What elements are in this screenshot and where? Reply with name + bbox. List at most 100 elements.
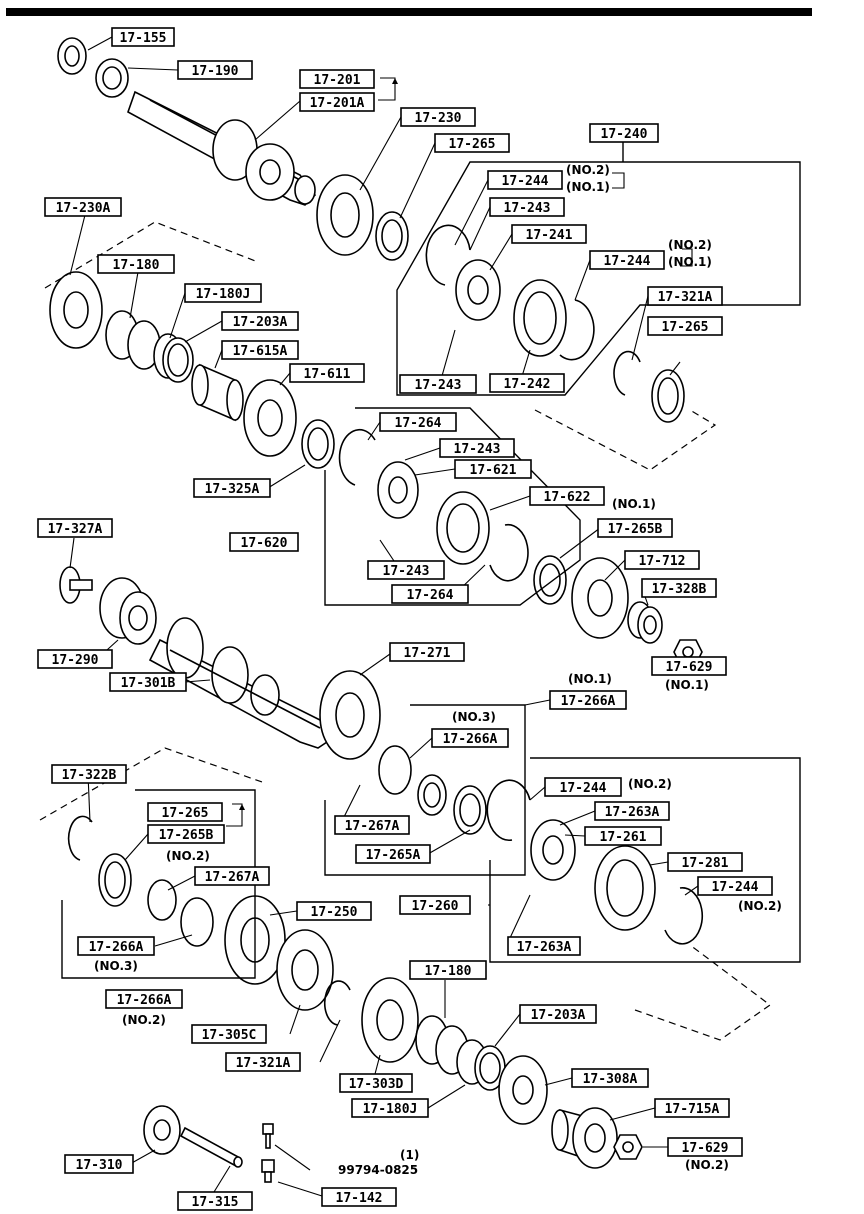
callout-text: 17-271 [404,646,451,661]
callout-17-203a: 17-203A [221,311,299,331]
gear-17-310 [143,1105,181,1155]
callout-text: 17-241 [526,228,573,243]
callout-text: 17-243 [504,201,551,216]
snap-ring-17-244-a [425,224,471,286]
callout-17-629: 17-629 [651,656,727,676]
callout-text: 17-266A [443,732,498,747]
callout-text: 17-712 [639,554,686,569]
callout-text: 17-230A [56,201,111,216]
callout-17-243: 17-243 [367,560,445,580]
callout-17-266a: 17-266A [77,936,155,956]
callout-text: 17-190 [192,64,239,79]
sleeve-17-242 [513,279,567,357]
callout-17-266a: 17-266A [431,728,509,748]
callout-17-615a: 17-615A [221,340,299,360]
callout-17-303d: 17-303D [339,1073,413,1093]
top-border-bar [6,8,812,16]
callout-text: 17-243 [415,378,462,393]
callout-17-244: 17-244 [487,170,563,190]
callout-17-180j: 17-180J [351,1098,429,1118]
snap-ring-17-322B [67,815,93,861]
note-label: (NO.2) [166,849,210,863]
snap-ring-17-244-c [486,779,531,842]
callout-17-263a: 17-263A [507,936,581,956]
note-label: (NO.2) [668,238,712,252]
note-label: (NO.3) [452,710,496,724]
callout-text: 17-265B [608,522,663,537]
callout-text: 17-244 [560,781,607,796]
callout-17-230: 17-230 [400,107,476,127]
callout-17-265b: 17-265B [597,518,673,538]
callout-17-264: 17-264 [391,584,469,604]
callout-labels: 17-15517-19017-20117-201A17-23017-26517-… [37,27,773,1211]
note-label: (NO.1) [665,678,709,692]
callout-text: 17-266A [89,940,144,955]
callout-17-629: 17-629 [667,1137,743,1157]
callout-17-190: 17-190 [177,60,253,80]
callout-text: 17-621 [470,463,517,478]
callout-text: 17-243 [383,564,430,579]
ring-17-265A [453,785,487,835]
gear-17-281 [594,845,656,931]
sleeve-17-622 [436,491,490,565]
callout-text: 17-629 [666,660,713,675]
note-labels: (NO.2)(NO.1)(NO.2)(NO.1)(NO.1)(NO.1)(NO.… [94,163,782,1177]
callout-text: 17-290 [52,653,99,668]
callout-17-327a: 17-327A [37,518,113,538]
callout-17-264: 17-264 [379,412,457,432]
note-label: (NO.2) [566,163,610,177]
callout-17-325a: 17-325A [193,478,271,498]
note-label: (NO.2) [685,1158,729,1172]
gear-17-712 [571,557,629,639]
callout-17-267a: 17-267A [194,866,270,886]
parts-drawing [49,37,704,1183]
gear-17-230A [49,271,103,349]
dashed-line-lower-right [634,944,772,1041]
callout-text: 17-201 [314,73,361,88]
callout-text: 17-243 [454,442,501,457]
callout-17-180j: 17-180J [184,283,262,303]
collar-17-267A-upper [417,774,447,816]
note-label: (NO.1) [668,255,712,269]
callout-17-715a: 17-715A [654,1098,730,1118]
callout-text: 17-264 [395,416,442,431]
callout-text: 17-315 [192,1195,239,1210]
callout-17-240: 17-240 [589,123,659,143]
callout-17-265: 17-265 [147,802,223,822]
callout-17-261: 17-261 [584,826,662,846]
callout-17-290: 17-290 [37,649,113,669]
callout-17-265b: 17-265B [147,824,225,844]
callout-text: 17-244 [502,174,549,189]
callout-17-241: 17-241 [511,224,587,244]
callout-text: 17-244 [712,880,759,895]
snap-ring-17-321A-lower [323,980,351,1026]
leader-lines [69,36,699,1197]
callout-17-301b: 17-301B [109,672,187,692]
callout-text: 17-265B [159,828,214,843]
dashed-line-lower-left [39,747,263,821]
gear-17-305C [276,929,334,1011]
callout-17-142: 17-142 [321,1187,397,1207]
callout-text: 17-328B [652,582,707,597]
callout-text: 17-303D [349,1077,404,1092]
callout-text: 17-265 [162,806,209,821]
callout-text: 17-260 [412,899,459,914]
snap-ring-17-321A-top [613,350,641,396]
callout-text: 17-265 [449,137,496,152]
ring-17-325A [301,419,335,469]
callout-17-712: 17-712 [624,550,700,570]
callout-17-622: 17-622 [529,486,605,506]
plate-17-327A [59,566,93,604]
callout-17-281: 17-281 [667,852,743,872]
note-label: (1) [400,1148,419,1162]
nut-17-629-lower [613,1134,643,1160]
callout-17-266a: 17-266A [549,690,627,710]
ring-17-265-right [651,369,685,423]
dashed-line-upper-left [44,221,259,289]
callout-text: 17-250 [311,905,358,920]
gear-17-303D [361,977,419,1063]
note-label: (NO.2) [738,899,782,913]
gear-17-308A [498,1055,548,1125]
snap-ring-17-244-b [559,299,595,361]
callout-text: 17-180J [363,1102,418,1117]
